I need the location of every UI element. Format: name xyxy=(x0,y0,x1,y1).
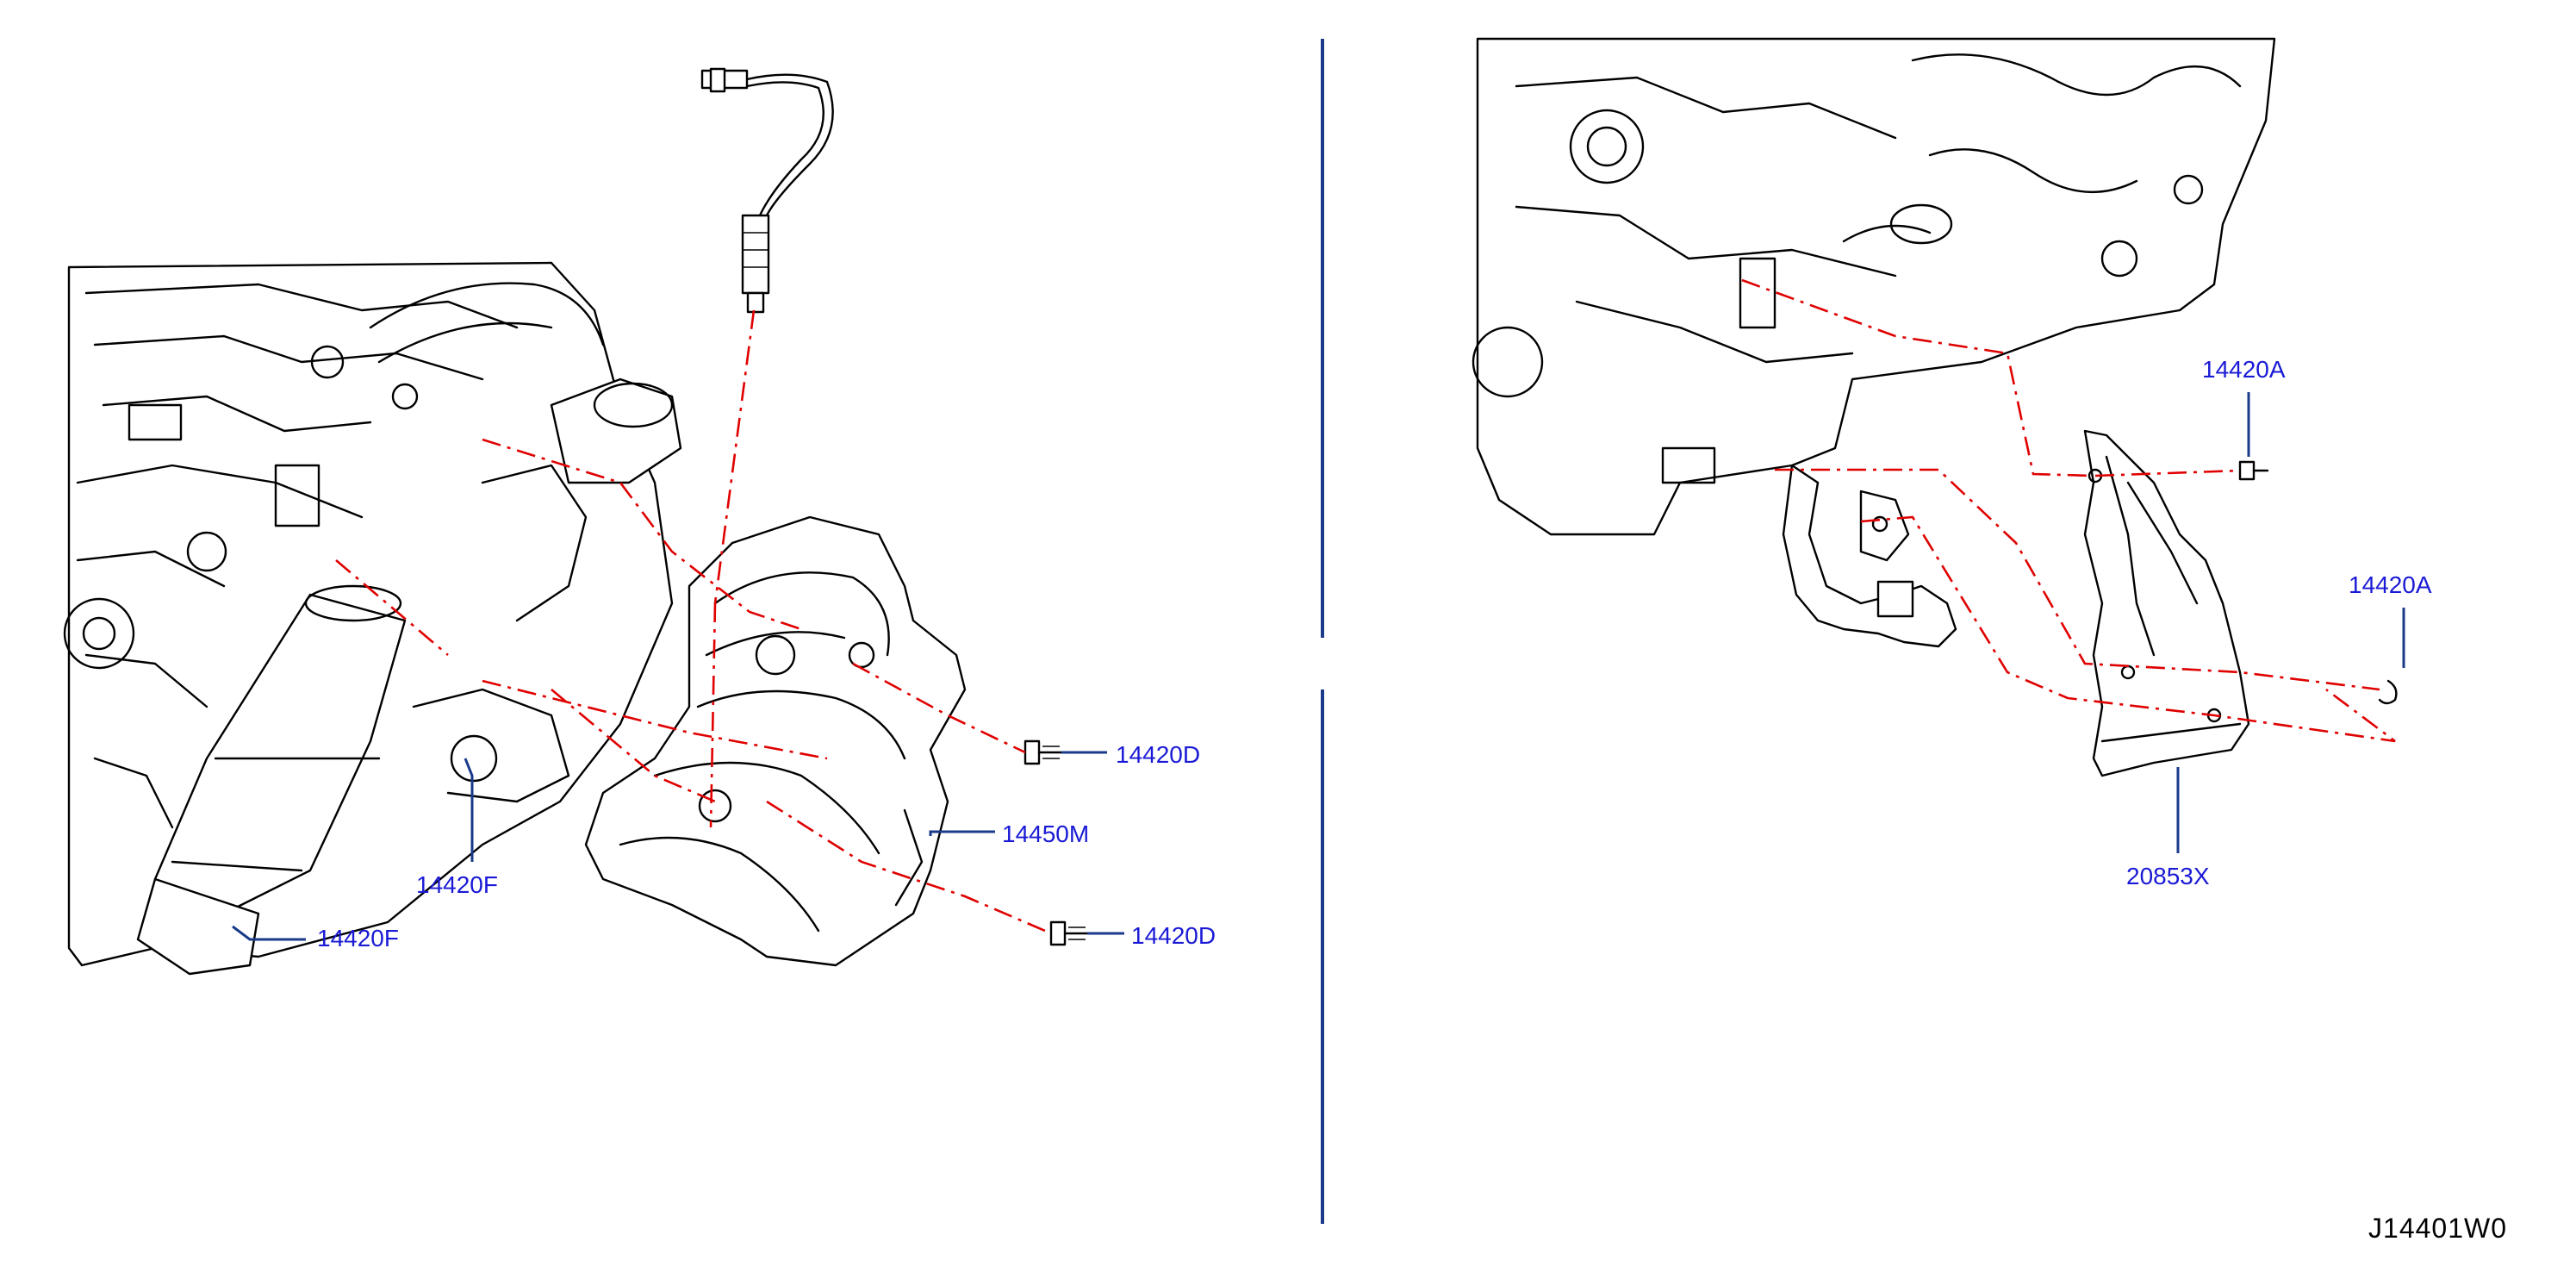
leader-lines-right xyxy=(2176,392,2405,853)
right-engine-assembly xyxy=(1472,37,2276,536)
assembly-lines-right xyxy=(1741,278,2396,743)
callout-14450M: 14450M xyxy=(1002,820,1089,847)
bolt-14420D-upper xyxy=(1024,739,1063,765)
left-engine-assembly xyxy=(63,261,682,976)
clip-14420A-right xyxy=(2378,679,2398,705)
bolt-14420A-upper xyxy=(2238,460,2269,481)
pipe-bracket xyxy=(1782,464,1957,648)
oxygen-sensor xyxy=(700,67,834,314)
heat-shield-14450M xyxy=(584,515,967,967)
callout-14420F-mid: 14420F xyxy=(416,871,498,898)
assembly-lines-left xyxy=(335,309,1052,935)
callout-14420D-upper: 14420D xyxy=(1116,741,1200,768)
callout-20853X: 20853X xyxy=(2126,863,2210,889)
heat-insulator-20853X xyxy=(2083,429,2250,777)
callout-14420F-low: 14420F xyxy=(317,925,399,951)
leader-lines-left xyxy=(232,751,1124,941)
callout-14420A-upper: 14420A xyxy=(2202,356,2286,383)
callout-14420A-right: 14420A xyxy=(2349,571,2432,598)
callout-14420D-lower: 14420D xyxy=(1131,922,1216,949)
bolt-14420D-lower xyxy=(1049,920,1089,946)
diagram-id-label: J14401W0 xyxy=(2368,1213,2507,1244)
